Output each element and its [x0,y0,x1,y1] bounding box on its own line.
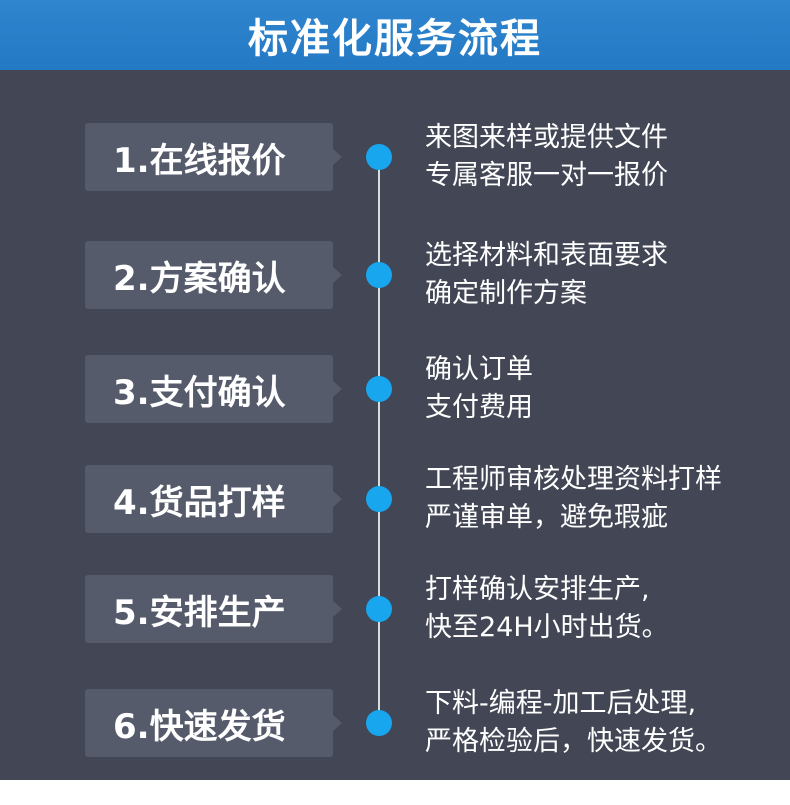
step-description: 选择材料和表面要求 确定制作方案 [425,237,668,313]
step-label-box: 5.安排生产 [85,575,333,643]
step-description-line: 确认订单 [425,354,533,385]
step-label-box: 1.在线报价 [85,123,333,191]
step-description-line: 专属客服一对一报价 [425,160,668,191]
timeline-dot [366,710,392,736]
timeline-dot [366,486,392,512]
step-label-box: 3.支付确认 [85,355,333,423]
step-pointer [333,491,342,507]
step-label-box: 4.货品打样 [85,465,333,533]
step-description-line: 工程师审核处理资料打样 [425,464,722,495]
step-description-line: 确定制作方案 [425,278,587,309]
step-pointer [333,267,342,283]
step-description-line: 打样确认安排生产, [425,574,650,605]
step-description: 工程师审核处理资料打样 严谨审单，避免瑕疵 [425,461,722,537]
step-description-line: 来图来样或提供文件 [425,122,668,153]
process-step-6: 6.快速发货 下料-编程-加工后处理, 严格检验后，快速发货。 [0,688,790,759]
process-step-5: 5.安排生产 打样确认安排生产, 快至24H小时出货。 [0,574,790,645]
step-label: 2.方案确认 [113,258,286,299]
step-description: 打样确认安排生产, 快至24H小时出货。 [425,571,669,647]
step-description-line: 严谨审单，避免瑕疵 [425,502,668,533]
step-pointer [333,381,342,397]
step-description-line: 下料-编程-加工后处理, [425,688,697,719]
step-pointer [333,601,342,617]
step-description-line: 快至24H小时出货。 [425,612,669,643]
step-description: 确认订单 支付费用 [425,351,533,427]
timeline-dot [366,144,392,170]
process-step-2: 2.方案确认 选择材料和表面要求 确定制作方案 [0,240,790,311]
page-header: 标准化服务流程 [0,0,790,70]
process-step-4: 4.货品打样 工程师审核处理资料打样 严谨审单，避免瑕疵 [0,464,790,535]
step-label: 4.货品打样 [113,482,286,523]
timeline-dot [366,262,392,288]
step-label-box: 6.快速发货 [85,689,333,757]
process-step-3: 3.支付确认 确认订单 支付费用 [0,354,790,425]
step-description-line: 选择材料和表面要求 [425,240,668,271]
timeline-dot [366,376,392,402]
step-label: 1.在线报价 [113,140,286,181]
step-label-box: 2.方案确认 [85,241,333,309]
step-pointer [333,149,342,165]
timeline-dot [366,596,392,622]
process-step-1: 1.在线报价 来图来样或提供文件 专属客服一对一报价 [0,122,790,193]
timeline-line [378,152,380,726]
step-label: 5.安排生产 [113,592,286,633]
step-description-line: 严格检验后，快速发货。 [425,726,722,757]
page-title: 标准化服务流程 [248,16,542,62]
step-label: 6.快速发货 [113,706,286,747]
step-label: 3.支付确认 [113,372,286,413]
step-description: 来图来样或提供文件 专属客服一对一报价 [425,119,668,195]
step-description: 下料-编程-加工后处理, 严格检验后，快速发货。 [425,685,722,761]
step-pointer [333,715,342,731]
step-description-line: 支付费用 [425,392,533,423]
